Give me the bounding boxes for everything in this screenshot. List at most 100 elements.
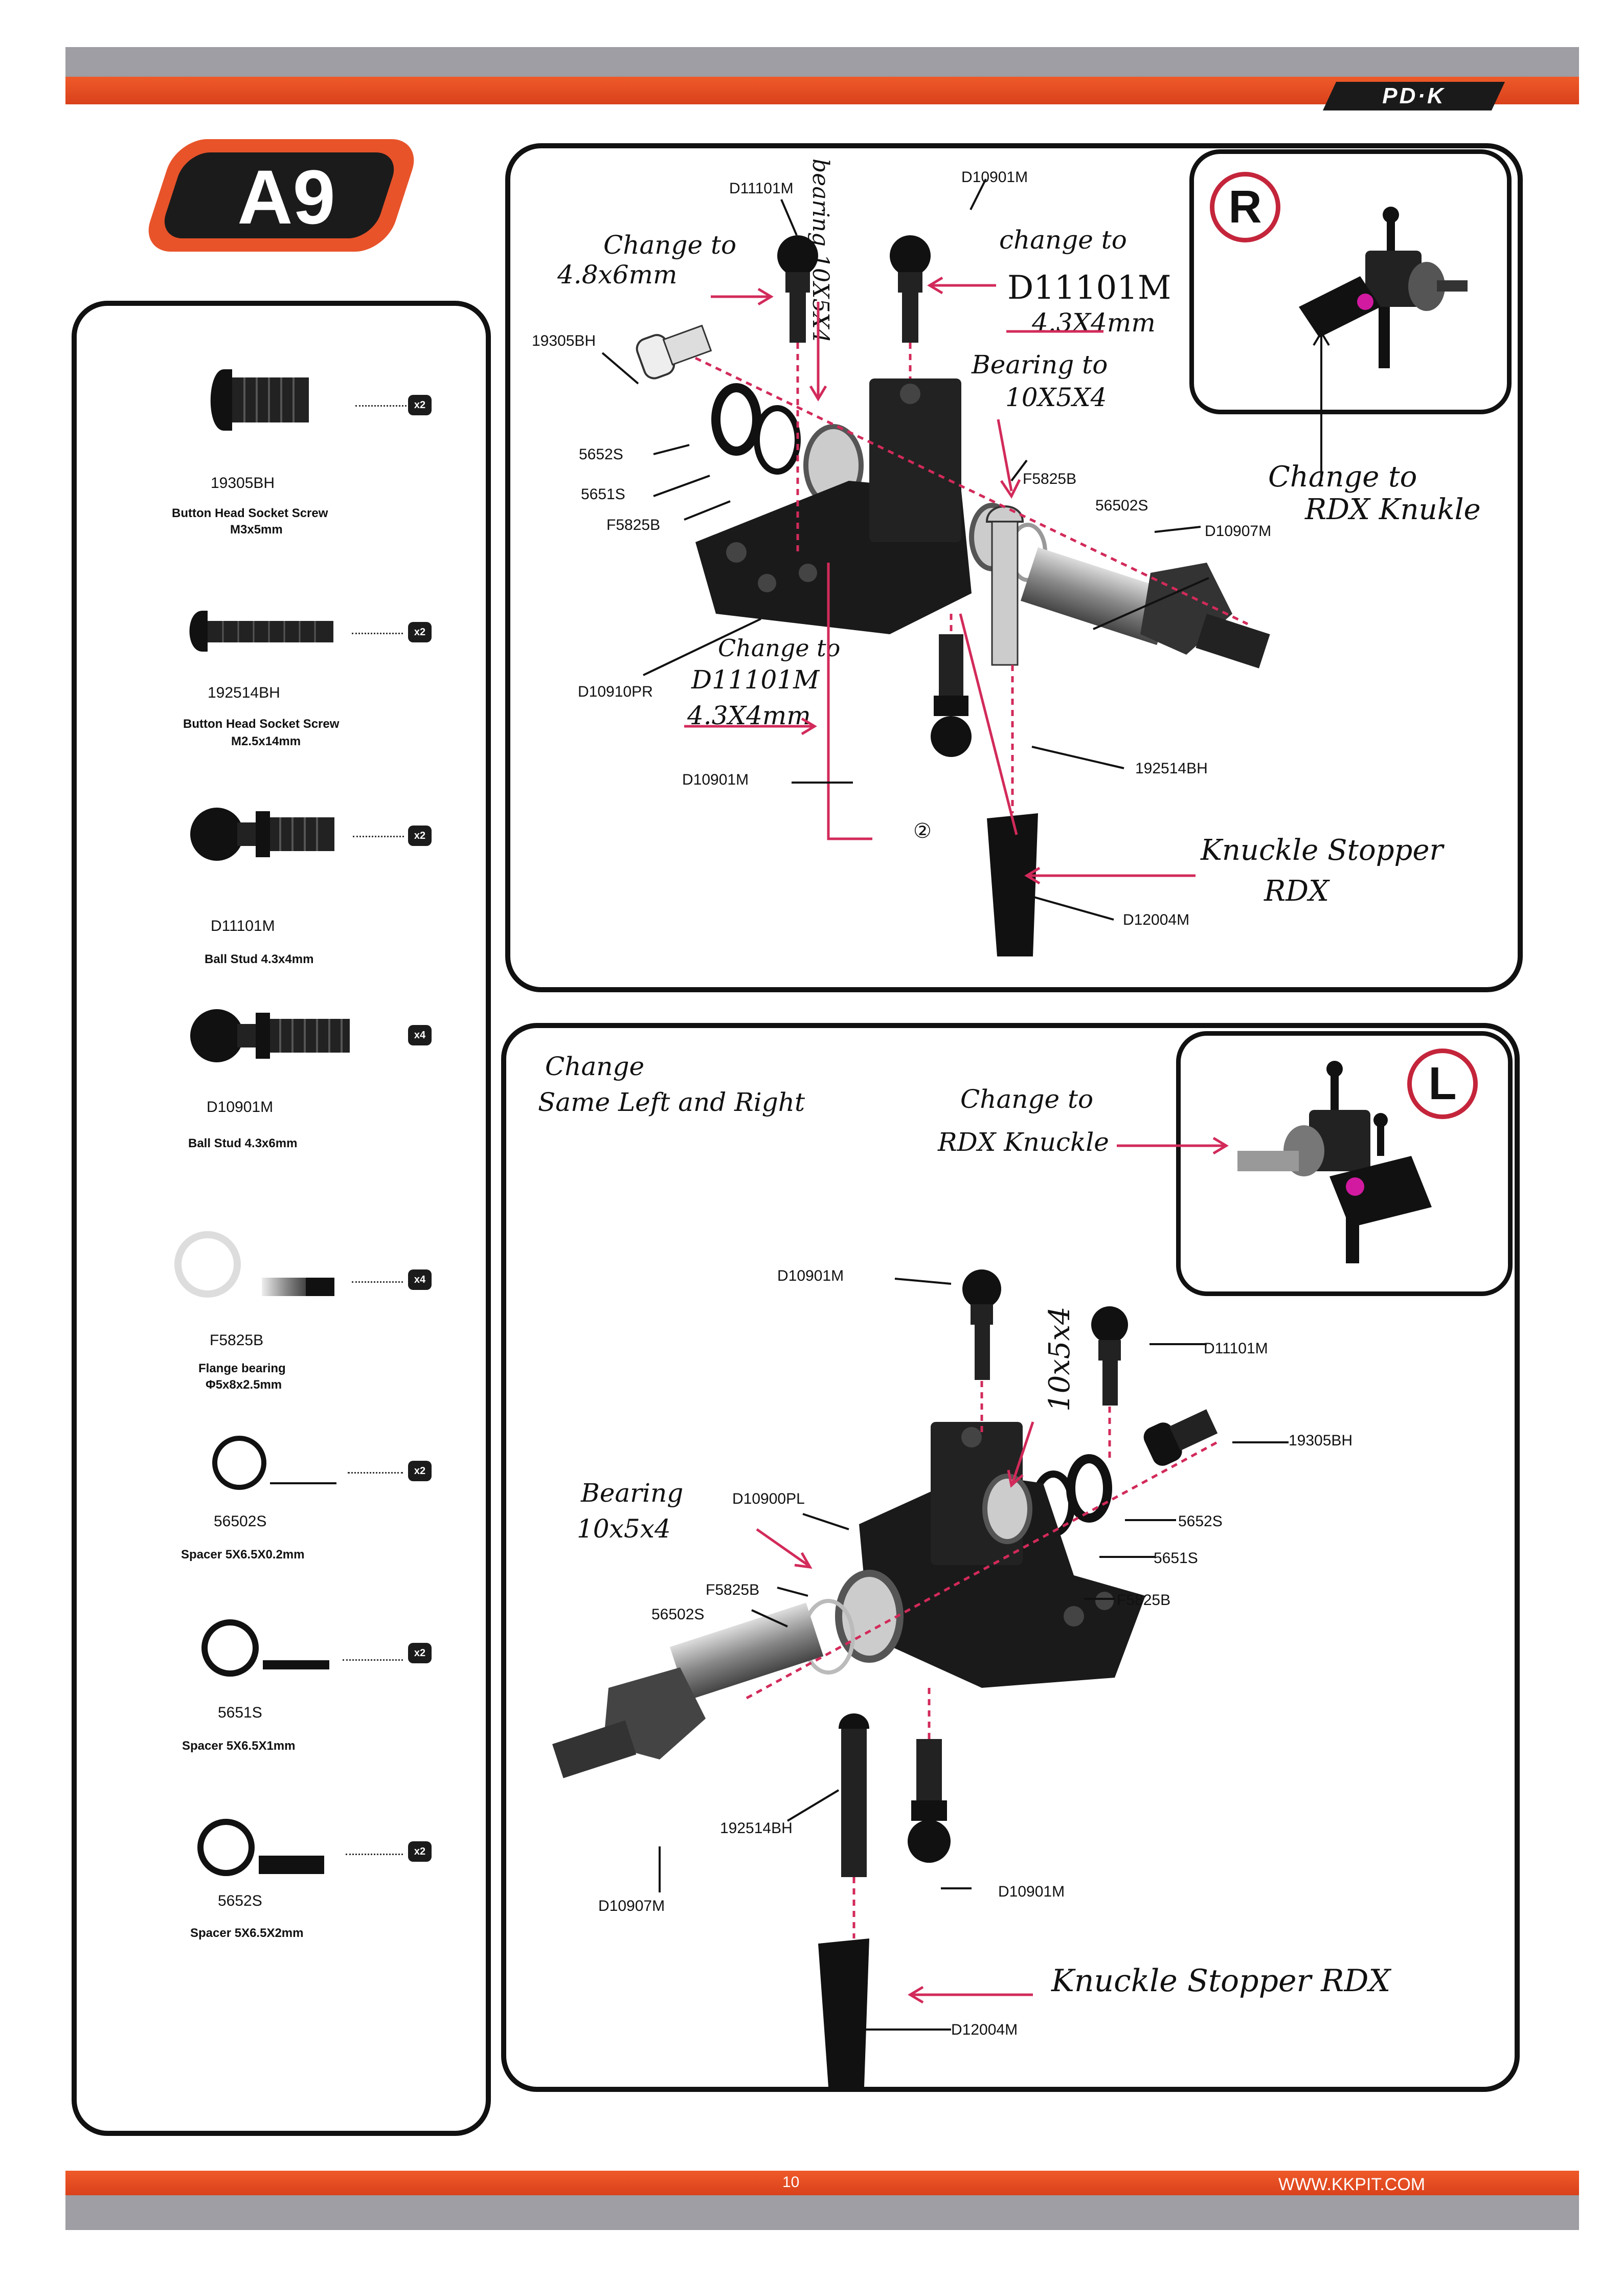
label-d10901m-top: D10901M	[777, 1267, 844, 1284]
label-192514bh: 192514BH	[1135, 760, 1208, 777]
part-code: F5825B	[210, 1332, 264, 1349]
note-change-to-top-left: Change to	[603, 230, 737, 260]
label-f5825b-right: F5825B	[1023, 471, 1077, 487]
left-knuckle-preview	[1227, 1054, 1452, 1279]
label-d10901m-bottom: D10901M	[682, 771, 749, 788]
label-d12004m: D12004M	[951, 2021, 1018, 2038]
qty-badge: x2	[408, 826, 432, 846]
part-desc: Button Head Socket Screw	[172, 506, 328, 520]
note-bearing-to: Bearing to	[972, 350, 1108, 380]
spacer-5652s-image	[194, 1816, 332, 1879]
qty-badge: x2	[408, 1461, 432, 1481]
header-bar	[65, 77, 1579, 104]
leader-line	[353, 836, 404, 837]
note-bearing-to-size: 10X5X4	[1005, 383, 1107, 412]
part-desc: Spacer 5X6.5X2mm	[190, 1926, 304, 1940]
qty-badge: x4	[408, 1025, 432, 1045]
label-d11101m: D11101M	[1204, 1340, 1268, 1357]
right-side-marker: R	[1210, 172, 1280, 242]
part-code: 56502S	[214, 1513, 267, 1530]
screw-192514bh-image	[182, 606, 335, 657]
leader-line	[355, 405, 407, 407]
label-19305bh: 19305BH	[532, 332, 596, 349]
part-code: 19305BH	[211, 475, 275, 492]
label-f5825b-right: F5825B	[1117, 1592, 1171, 1609]
label-5651s: 5651S	[581, 486, 625, 503]
note-change-to-mid-part: D11101M	[691, 665, 820, 695]
qty-badge: x2	[408, 395, 432, 415]
part-code: 5651S	[218, 1704, 262, 1721]
qty-badge: x2	[408, 622, 432, 642]
note-rdx-knukle: RDX Knukle	[1305, 493, 1481, 526]
leader-line	[346, 1854, 403, 1855]
label-5652s: 5652S	[1178, 1513, 1223, 1530]
leader-line	[352, 1281, 403, 1283]
part-desc: Ball Stud 4.3x4mm	[205, 952, 314, 966]
note-change-to-top-left-size: 4.8x6mm	[557, 260, 678, 289]
label-d12004m: D12004M	[1123, 911, 1190, 928]
brand-text: PD·K	[1382, 83, 1446, 108]
label-d10901m-top: D10901M	[961, 169, 1028, 186]
label-56502s: 56502S	[1095, 497, 1148, 514]
left-knuckle-assembly-drawing	[552, 1268, 1268, 2087]
label-d10910pr: D10910PR	[578, 683, 653, 700]
qty-badge: x4	[408, 1269, 432, 1290]
label-192514bh: 192514BH	[720, 1820, 793, 1837]
note-change-to-top-right: change to	[999, 225, 1127, 255]
step-2-marker: ②	[913, 820, 932, 842]
label-d11101m: D11101M	[729, 180, 794, 197]
part-desc: Spacer 5X6.5X1mm	[182, 1739, 296, 1753]
right-annotation-arrows	[505, 143, 1513, 982]
note-change-to-knuckle: Change to	[1268, 460, 1417, 494]
label-d10901m-bottom: D10901M	[998, 1883, 1065, 1900]
part-size: Φ5x8x2.5mm	[206, 1378, 282, 1392]
step-number: A9	[237, 154, 335, 240]
screw-19305bh-image	[204, 366, 311, 434]
part-code: 192514BH	[208, 684, 280, 701]
spacer-56502s-image	[209, 1432, 342, 1493]
note-change: Change	[545, 1052, 645, 1081]
ball-stud-d10901m-image	[188, 1002, 352, 1069]
step-1-marker: ①	[944, 732, 962, 754]
note-bearing: Bearing	[581, 1478, 684, 1508]
label-d10907m: D10907M	[598, 1898, 665, 1914]
footer-bar	[65, 2171, 1579, 2195]
brand-logo: PD·K	[1322, 82, 1505, 110]
note-change-to-rdx: Change to	[960, 1084, 1094, 1114]
qty-badge: x2	[408, 1643, 432, 1663]
part-desc: Spacer 5X6.5X0.2mm	[181, 1548, 305, 1562]
part-desc: Button Head Socket Screw	[183, 717, 340, 731]
leader-line	[348, 1472, 403, 1474]
note-knuckle-stopper: Knuckle Stopper	[1201, 834, 1444, 867]
note-same-left-right: Same Left and Right	[538, 1087, 805, 1117]
leader-line	[352, 633, 403, 634]
note-knuckle-stopper-rdx: Knuckle Stopper RDX	[1051, 1963, 1391, 1999]
label-f5825b-left: F5825B	[606, 517, 661, 533]
label-f5825b-left: F5825B	[706, 1581, 760, 1598]
part-code: D10901M	[207, 1099, 274, 1116]
note-bearing-size: 10x5x4	[577, 1514, 671, 1544]
note-knuckle-stopper-rdx: RDX	[1264, 875, 1329, 908]
ball-stud-d11101m-image	[188, 801, 336, 867]
page-number: 10	[782, 2174, 800, 2191]
leader-line	[343, 1659, 403, 1661]
spacer-5651s-image	[198, 1616, 336, 1680]
left-annotation-arrows	[501, 1023, 1509, 2082]
flange-bearing-image	[174, 1229, 343, 1300]
label-56502s: 56502S	[651, 1606, 705, 1623]
label-5652s: 5652S	[579, 446, 623, 463]
website-url: WWW.KKPIT.COM	[1278, 2175, 1426, 2194]
part-desc: Ball Stud 4.3x6mm	[188, 1136, 298, 1150]
label-d10907m: D10907M	[1205, 523, 1272, 540]
parts-list-panel	[72, 301, 491, 2136]
note-change-to-mid: Change to	[718, 634, 841, 662]
part-size: M3x5mm	[230, 523, 283, 537]
label-d10900pl: D10900PL	[732, 1490, 805, 1507]
label-19305bh: 19305BH	[1289, 1432, 1353, 1449]
note-change-to-top-right-part: D11101M	[1007, 269, 1171, 307]
part-code: 5652S	[218, 1892, 262, 1909]
part-size: M2.5x14mm	[231, 734, 301, 748]
left-side-marker: L	[1407, 1049, 1478, 1119]
part-code: D11101M	[211, 918, 275, 934]
qty-badge: x2	[408, 1841, 432, 1862]
